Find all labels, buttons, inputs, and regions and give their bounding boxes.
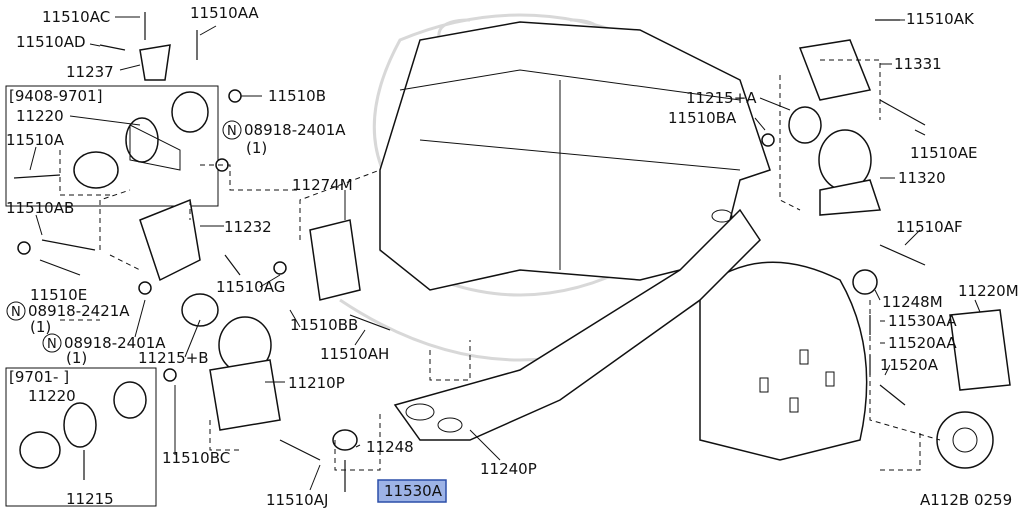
- label-11510af: 11510AF: [896, 218, 963, 236]
- label-qty-mid: (1): [66, 349, 87, 367]
- mount-11220m: [949, 309, 1011, 391]
- label-08918-2421a: 08918-2421A: [28, 302, 130, 320]
- diagram-code: A112B 0259: [920, 491, 1012, 509]
- engine-block: [379, 21, 771, 291]
- circle-n-3: N: [47, 337, 57, 352]
- stopper-11248m: [852, 269, 878, 295]
- highlight-11530a: [377, 479, 447, 503]
- label-11237: 11237: [66, 63, 114, 81]
- pad-11215b: [181, 293, 219, 327]
- label-11530a: 11530A: [384, 482, 443, 500]
- right-mount-parts: [332, 39, 1011, 469]
- label-11510ah: 11510AH: [320, 345, 389, 363]
- label-11510ak: 11510AK: [906, 10, 975, 28]
- leader-lines: [29, 16, 981, 491]
- label-11530aa: 11530AA: [888, 312, 957, 330]
- label-11510aj: 11510AJ: [266, 491, 328, 509]
- label-11215-b: 11215+B: [138, 349, 209, 367]
- label-11320: 11320: [898, 169, 946, 187]
- label-11210p: 11210P: [288, 374, 345, 392]
- label-08918-2401a-mid: 08918-2401A: [64, 334, 166, 352]
- bracket-11232: [139, 198, 201, 282]
- label-11510ad: 11510AD: [16, 33, 86, 51]
- label-11510aa: 11510AA: [190, 4, 259, 22]
- box1-title: [9408-9701]: [9, 87, 102, 105]
- left-mount-parts: [139, 44, 361, 431]
- label-qty-top: (1): [246, 139, 267, 157]
- box-9701: [9701- ]: [5, 367, 157, 507]
- label-11220-top: 11220: [16, 107, 64, 125]
- label-11510ab: 11510AB: [6, 199, 74, 217]
- crossmember: [393, 208, 761, 441]
- label-11510ae: 11510AE: [910, 144, 977, 162]
- box2-title: [9701- ]: [9, 368, 69, 386]
- label-qty-2421a: (1): [30, 318, 51, 336]
- label-11220-box2: 11220: [28, 387, 76, 405]
- pad-11215a: [788, 106, 822, 144]
- transmission-housing: [699, 261, 868, 461]
- bolts: [13, 12, 926, 492]
- bracket-11331: [798, 39, 872, 101]
- label-11510ba: 11510BA: [668, 109, 737, 127]
- label-11232: 11232: [224, 218, 272, 236]
- label-11220m: 11220M: [958, 282, 1019, 300]
- label-11215: 11215: [66, 490, 114, 508]
- label-11248m: 11248M: [882, 293, 943, 311]
- label-11510bb: 11510BB: [290, 316, 358, 334]
- label-11331: 11331: [894, 55, 942, 73]
- circle-n-1: N: [227, 124, 237, 139]
- part-labels: 11510AC 11510AA 11510AD 11237 11510B 112…: [6, 4, 1019, 509]
- label-11520a: 11520A: [880, 356, 939, 374]
- dashed-guides: [59, 59, 941, 471]
- label-11510e: 11510E: [30, 286, 87, 304]
- label-11240p: 11240P: [480, 460, 537, 478]
- label-11520aa: 11520AA: [888, 334, 957, 352]
- label-11510bc: 11510BC: [162, 449, 230, 467]
- label-11510b: 11510B: [268, 87, 326, 105]
- label-08918-2401a-top: 08918-2401A: [244, 121, 346, 139]
- label-11510ag: 11510AG: [216, 278, 285, 296]
- notation-circles: N N N: [6, 120, 242, 353]
- label-11510a: 11510A: [6, 131, 65, 149]
- label-11215-a: 11215+A: [686, 89, 757, 107]
- bracket-11237: [139, 44, 171, 81]
- label-11274m: 11274M: [292, 176, 353, 194]
- label-11248: 11248: [366, 438, 414, 456]
- box-9408-9701: [9408-9701]: [5, 85, 219, 207]
- circle-n-2: N: [11, 305, 21, 320]
- bracket-11274m: [309, 219, 361, 301]
- stopper-11248: [332, 429, 358, 451]
- label-11510ac: 11510AC: [42, 8, 110, 26]
